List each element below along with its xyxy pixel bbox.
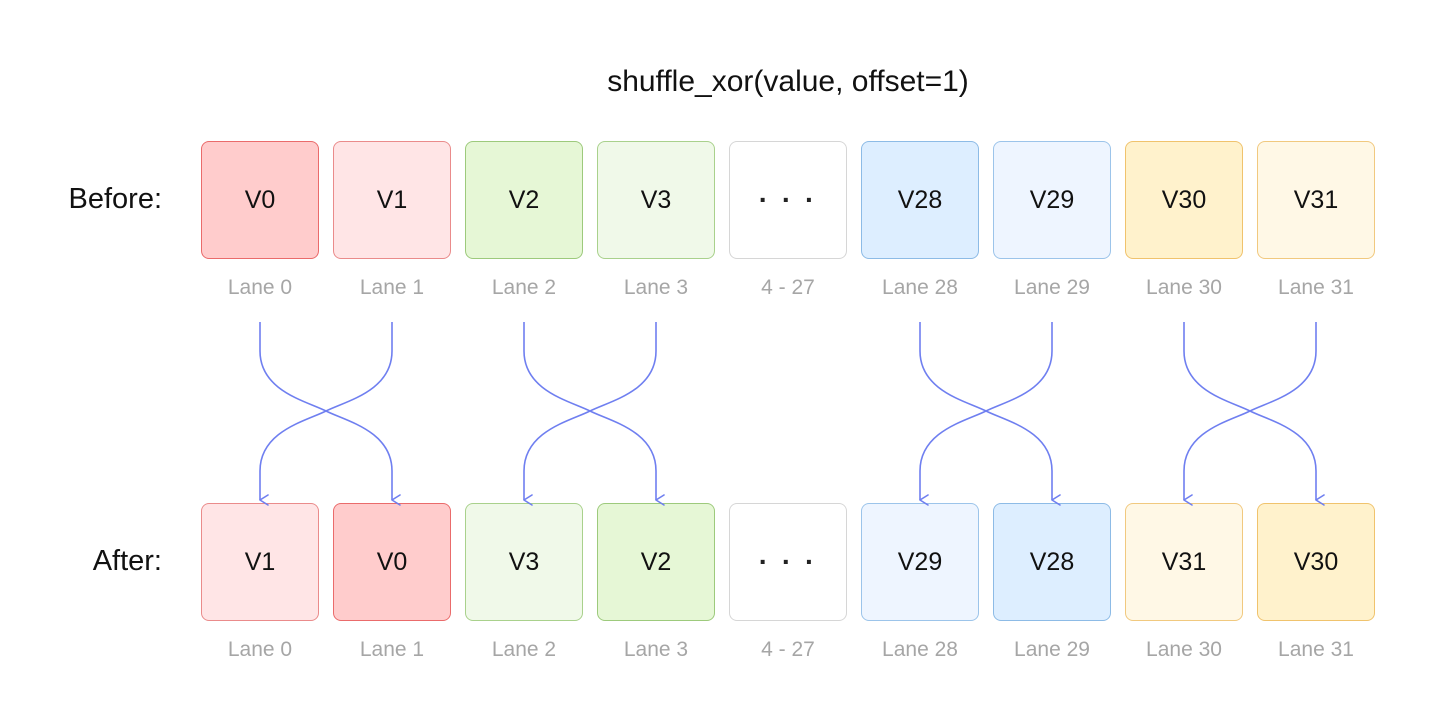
before-lane-label: Lane 30 bbox=[1146, 276, 1222, 299]
cell-value: V30 bbox=[1161, 185, 1207, 214]
before-cell-31: V31 bbox=[1257, 141, 1375, 259]
ellipsis-icon: · · · bbox=[758, 546, 818, 577]
after-cell-3: V2 bbox=[597, 503, 715, 621]
after-lane-label: 4 - 27 bbox=[761, 638, 815, 661]
after-lane-label: Lane 28 bbox=[882, 638, 958, 661]
before-cell-ellipsis: · · · bbox=[729, 141, 847, 259]
swap-arrow-left bbox=[919, 322, 1053, 506]
after-cell-28: V29 bbox=[861, 503, 979, 621]
cell-value: V1 bbox=[244, 547, 276, 576]
after-cell-31: V30 bbox=[1257, 503, 1375, 621]
cell-value: V2 bbox=[640, 547, 672, 576]
before-lane-label: Lane 29 bbox=[1014, 276, 1090, 299]
diagram-title: shuffle_xor(value, offset=1) bbox=[607, 65, 969, 98]
after-lane-label: Lane 1 bbox=[359, 638, 425, 661]
after-lane-label: Lane 0 bbox=[227, 638, 293, 661]
after-cell-29: V28 bbox=[993, 503, 1111, 621]
ellipsis-icon: · · · bbox=[758, 184, 818, 215]
after-cell-1: V0 bbox=[333, 503, 451, 621]
before-cell-0: V0 bbox=[201, 141, 319, 259]
before-cell-2: V2 bbox=[465, 141, 583, 259]
after-row-label: After: bbox=[92, 545, 162, 577]
after-lane-label: Lane 2 bbox=[491, 638, 557, 661]
swap-arrow-left bbox=[523, 322, 657, 506]
before-cell-29: V29 bbox=[993, 141, 1111, 259]
before-lane-label: Lane 31 bbox=[1278, 276, 1354, 299]
before-lane-label: Lane 1 bbox=[359, 276, 425, 299]
before-cell-28: V28 bbox=[861, 141, 979, 259]
after-cell-0: V1 bbox=[201, 503, 319, 621]
cell-value: V29 bbox=[1029, 185, 1075, 214]
cell-value: V0 bbox=[244, 185, 276, 214]
before-cell-1: V1 bbox=[333, 141, 451, 259]
after-cell-ellipsis: · · · bbox=[729, 503, 847, 621]
before-lane-label: Lane 2 bbox=[491, 276, 557, 299]
before-lane-label: Lane 0 bbox=[227, 276, 293, 299]
before-cell-30: V30 bbox=[1125, 141, 1243, 259]
cell-value: V28 bbox=[1029, 547, 1075, 576]
after-lane-label: Lane 29 bbox=[1014, 638, 1090, 661]
after-cell-30: V31 bbox=[1125, 503, 1243, 621]
cell-value: V0 bbox=[376, 547, 408, 576]
cell-value: V1 bbox=[376, 185, 408, 214]
cell-value: V3 bbox=[640, 185, 672, 214]
after-lane-label: Lane 3 bbox=[623, 638, 689, 661]
swap-arrow-left bbox=[259, 322, 393, 506]
before-cell-3: V3 bbox=[597, 141, 715, 259]
cell-value: V3 bbox=[508, 547, 540, 576]
before-row-label: Before: bbox=[68, 183, 163, 215]
cell-value: V28 bbox=[897, 185, 943, 214]
before-lane-label: Lane 3 bbox=[623, 276, 689, 299]
cell-value: V2 bbox=[508, 185, 540, 214]
after-lane-label: Lane 31 bbox=[1278, 638, 1354, 661]
after-cell-2: V3 bbox=[465, 503, 583, 621]
cell-value: V31 bbox=[1293, 185, 1339, 214]
swap-arrow-left bbox=[1183, 322, 1317, 506]
before-lane-label: 4 - 27 bbox=[761, 276, 815, 299]
cell-value: V29 bbox=[897, 547, 943, 576]
after-lane-label: Lane 30 bbox=[1146, 638, 1222, 661]
cell-value: V31 bbox=[1161, 547, 1207, 576]
cell-value: V30 bbox=[1293, 547, 1339, 576]
before-lane-label: Lane 28 bbox=[882, 276, 958, 299]
